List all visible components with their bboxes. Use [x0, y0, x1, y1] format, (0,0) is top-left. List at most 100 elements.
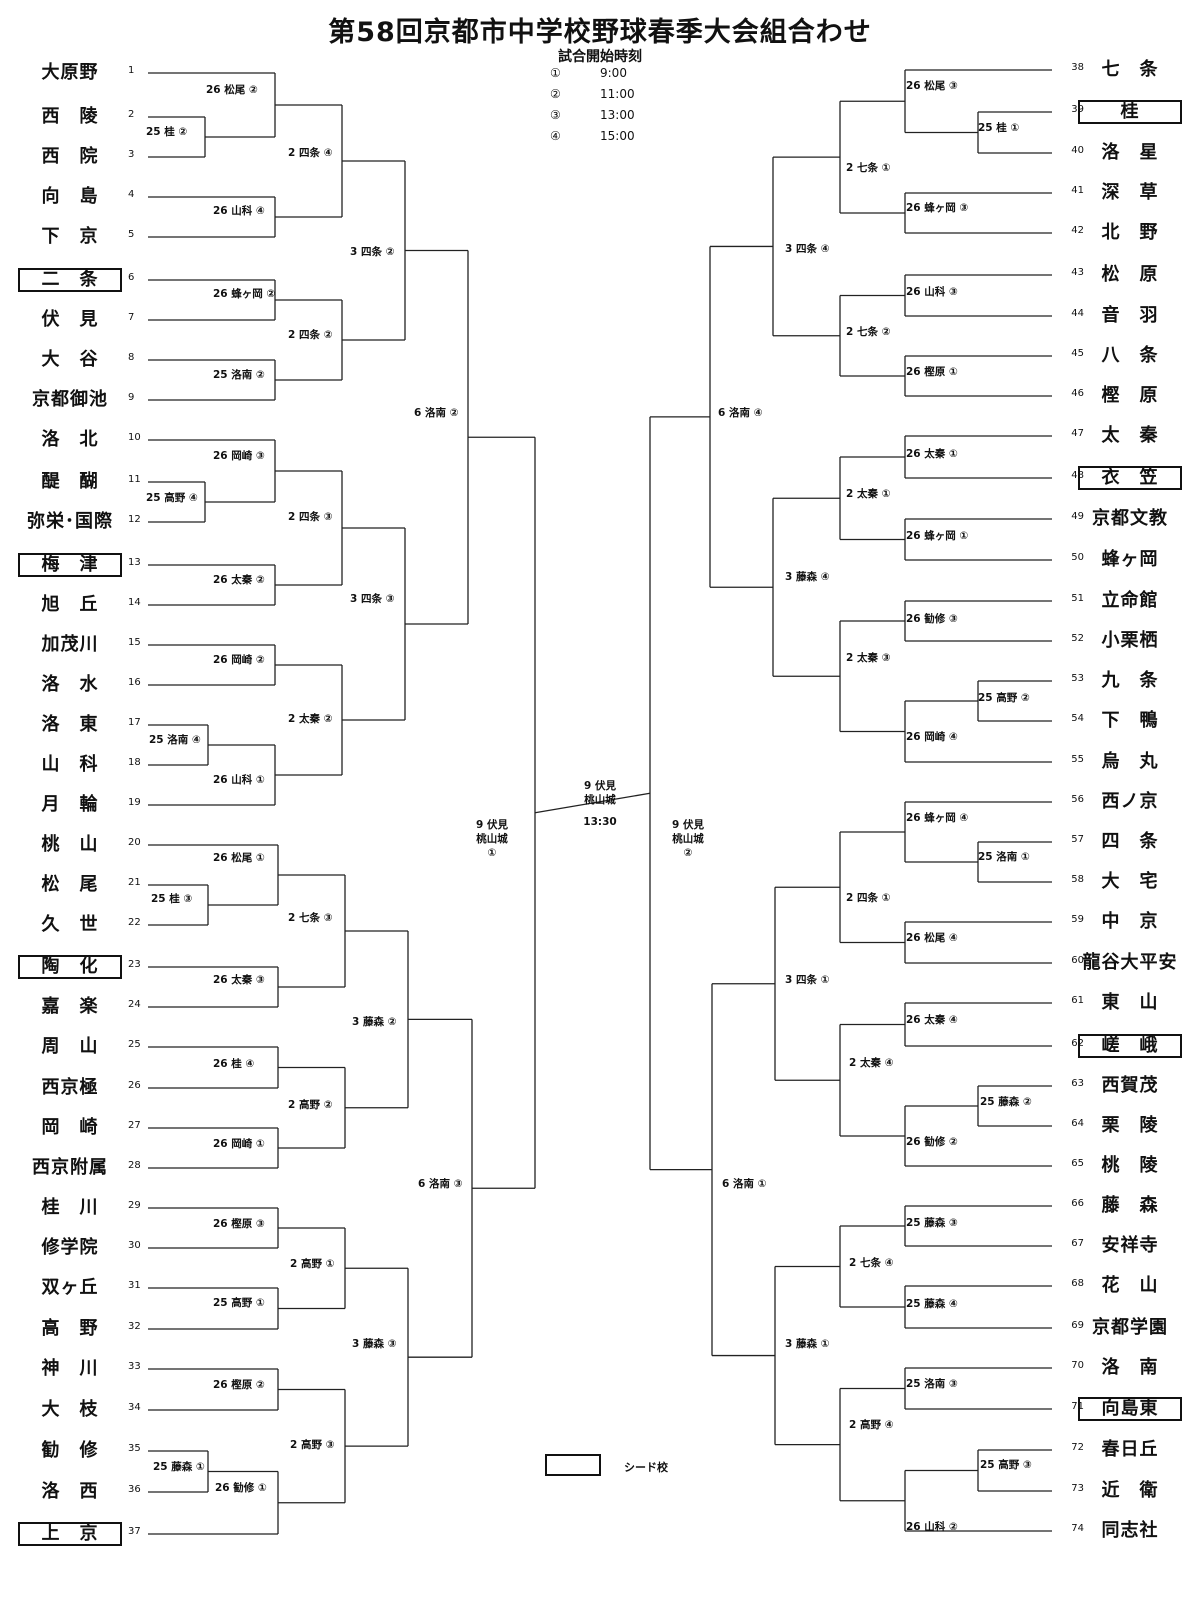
match-label: 26 蜂ヶ岡 ④	[906, 812, 969, 824]
semifinal-left: 9 伏見 桃山城 ①	[452, 818, 532, 860]
team-name: 松 原	[1101, 264, 1159, 285]
bracket-slot-number: 45	[1071, 348, 1084, 359]
team-name: 久 世	[41, 914, 99, 935]
team-name: 大原野	[41, 62, 99, 83]
bracket-slot-number: 27	[128, 1120, 141, 1131]
bracket-slot-number: 59	[1071, 914, 1084, 925]
match-label: 26 樫原 ③	[213, 1218, 265, 1230]
match-label: 25 藤森 ③	[906, 1217, 958, 1229]
bracket-slot-number: 40	[1071, 145, 1084, 156]
bracket-slot-number: 34	[128, 1402, 141, 1413]
bracket-slot-number: 62	[1071, 1038, 1084, 1049]
bracket-slot-number: 69	[1071, 1320, 1084, 1331]
schedule-mark: ②	[550, 87, 561, 101]
team-name: 七 条	[1101, 59, 1159, 80]
match-label: 25 藤森 ①	[153, 1461, 205, 1473]
team-name: 西 院	[41, 146, 99, 167]
match-label: 25 藤森 ④	[906, 1298, 958, 1310]
team-name: 安祥寺	[1101, 1235, 1159, 1256]
match-label: 25 洛南 ④	[149, 734, 201, 746]
match-label: 26 山科 ②	[906, 1521, 958, 1533]
bracket-slot-number: 23	[128, 959, 141, 970]
bracket-slot-number: 60	[1071, 955, 1084, 966]
team-name: 太 秦	[1101, 425, 1159, 446]
match-label: 26 勧修 ③	[906, 613, 958, 625]
team-name: 四 条	[1101, 831, 1159, 852]
team-name: 京都御池	[32, 389, 108, 410]
team-name: 京都学園	[1092, 1317, 1168, 1338]
bracket-slot-number: 70	[1071, 1360, 1084, 1371]
match-label: 2 高野 ①	[290, 1258, 335, 1270]
bracket-slot-number: 44	[1071, 308, 1084, 319]
match-label: 3 四条 ③	[350, 593, 395, 605]
bracket-slot-number: 21	[128, 877, 141, 888]
seed-legend-box	[545, 1454, 601, 1476]
bracket-slot-number: 10	[128, 432, 141, 443]
match-label: 26 太秦 ③	[213, 974, 265, 986]
match-label: 26 勧修 ②	[906, 1136, 958, 1148]
bracket-slot-number: 13	[128, 557, 141, 568]
match-label: 26 蜂ヶ岡 ③	[906, 202, 969, 214]
bracket-slot-number: 56	[1071, 794, 1084, 805]
team-name: 京都文教	[1092, 508, 1168, 529]
bracket-slot-number: 72	[1071, 1442, 1084, 1453]
match-label: 6 洛南 ①	[722, 1178, 767, 1190]
bracket-slot-number: 42	[1071, 225, 1084, 236]
team-name: 勧 修	[41, 1440, 99, 1461]
team-name: 近 衛	[1101, 1480, 1159, 1501]
semifinal-left-venue: 9 伏見	[476, 819, 508, 831]
team-name: 加茂川	[41, 634, 99, 655]
team-name: 松 尾	[41, 874, 99, 895]
team-name: 八 条	[1101, 345, 1159, 366]
match-label: 25 高野 ③	[980, 1459, 1032, 1471]
team-name: 下 京	[41, 226, 99, 247]
bracket-slot-number: 55	[1071, 754, 1084, 765]
bracket-slot-number: 24	[128, 999, 141, 1010]
team-name: 岡 崎	[41, 1117, 99, 1138]
schedule-time: 11:00	[600, 87, 635, 101]
match-label: 3 四条 ④	[785, 243, 830, 255]
team-name: 修学院	[41, 1237, 99, 1258]
match-label: 25 桂 ②	[146, 126, 188, 138]
page-title: 第58回京都市中学校野球春季大会組合わせ	[328, 17, 872, 48]
match-label: 26 太秦 ④	[906, 1014, 958, 1026]
schedule-time: 15:00	[600, 129, 635, 143]
team-name: 向 島	[41, 186, 99, 207]
semifinal-right-ground: 桃山城	[672, 833, 704, 845]
bracket-slot-number: 28	[128, 1160, 141, 1171]
team-name: 桃 山	[41, 834, 99, 855]
bracket-slot-number: 22	[128, 917, 141, 928]
bracket-slot-number: 63	[1071, 1078, 1084, 1089]
bracket-slot-number: 48	[1071, 470, 1084, 481]
semifinal-right: 9 伏見 桃山城 ②	[648, 818, 728, 860]
match-label: 2 七条 ①	[846, 162, 891, 174]
bracket-slot-number: 20	[128, 837, 141, 848]
team-name: 西賀茂	[1101, 1075, 1159, 1096]
match-label: 25 桂 ③	[151, 893, 193, 905]
bracket-slot-number: 65	[1071, 1158, 1084, 1169]
team-name: 弥栄･国際	[27, 511, 113, 532]
bracket-slot-number: 52	[1071, 633, 1084, 644]
team-name: 春日丘	[1101, 1439, 1159, 1460]
team-name: 烏 丸	[1101, 751, 1159, 772]
bracket-slot-number: 68	[1071, 1278, 1084, 1289]
schedule-row: ② 11:00	[550, 87, 635, 108]
bracket-slot-number: 9	[128, 392, 135, 403]
bracket-slot-number: 73	[1071, 1483, 1084, 1494]
schedule-mark: ①	[550, 66, 561, 80]
bracket-slot-number: 1	[128, 65, 135, 76]
bracket-slot-number: 3	[128, 149, 135, 160]
bracket-slot-number: 43	[1071, 267, 1084, 278]
bracket-slot-number: 64	[1071, 1118, 1084, 1129]
match-label: 2 四条 ④	[288, 147, 333, 159]
bracket-slot-number: 5	[128, 229, 135, 240]
bracket-slot-number: 51	[1071, 593, 1084, 604]
bracket-slot-number: 57	[1071, 834, 1084, 845]
team-name: 桂	[1078, 100, 1182, 124]
match-label: 2 太秦 ③	[846, 652, 891, 664]
team-name: 大 枝	[41, 1399, 99, 1420]
match-label: 3 藤森 ④	[785, 571, 830, 583]
